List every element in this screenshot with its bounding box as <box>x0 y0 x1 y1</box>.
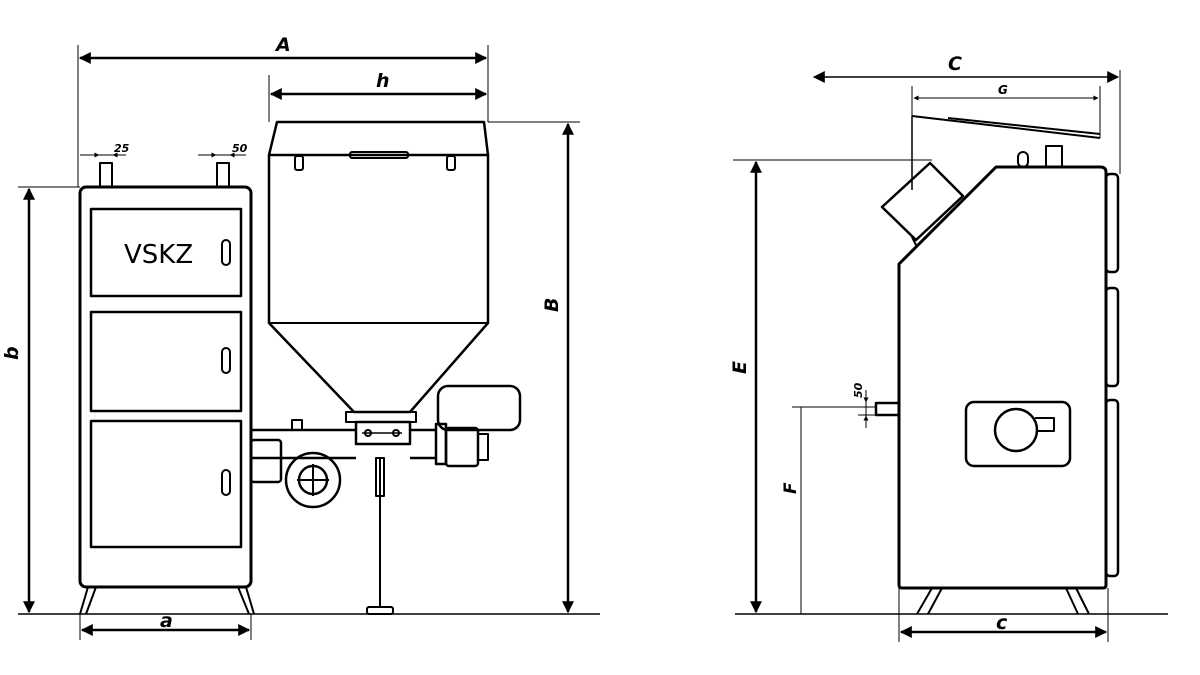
side-foot-right <box>1065 587 1090 615</box>
hopper-body <box>267 155 490 414</box>
bottom-door <box>89 419 243 549</box>
front-view <box>18 120 600 615</box>
side-door-edge-bottom <box>1104 398 1120 578</box>
gear-motor <box>444 426 480 468</box>
hopper-outlet-flange <box>345 411 417 423</box>
brand-label: VSKZ <box>124 240 193 270</box>
feeder-bracket <box>354 420 412 446</box>
dim-label-A: A <box>274 34 291 56</box>
dim-label-E: E <box>729 361 751 374</box>
boiler-foot-left <box>79 586 97 615</box>
dim-label-G: G <box>998 83 1008 97</box>
pipe-outlet-left <box>99 162 113 188</box>
dim-label-h: h <box>376 70 390 92</box>
side-hopper-lid-rim <box>947 117 1101 135</box>
top-door-handle <box>221 239 231 266</box>
dim-label-C: C <box>948 53 962 75</box>
feeder-tube-clamp <box>291 419 303 431</box>
dim-label-B: B <box>541 298 563 312</box>
support-leg-sleeve <box>375 457 385 497</box>
side-dimensions <box>733 70 1121 642</box>
side-door-edge-middle <box>1104 286 1120 388</box>
boiler-foot-right <box>237 586 255 615</box>
hopper-lid-handle <box>349 151 409 159</box>
burner-port-plate <box>964 400 1072 468</box>
burner-block <box>249 438 283 484</box>
hopper-latch-right <box>446 155 456 171</box>
feeder-tube <box>251 428 436 460</box>
dim-label-25: 25 <box>114 142 130 155</box>
boiler-body <box>78 185 253 589</box>
flue-outlet-neck <box>911 236 917 246</box>
support-leg-foot <box>366 606 394 615</box>
burner-port-tab <box>1035 417 1055 432</box>
side-door-edge-top <box>1104 172 1120 274</box>
side-top-nozzle-large <box>1045 145 1063 168</box>
side-return-pipe <box>874 401 901 417</box>
burner-port-circle <box>993 407 1039 453</box>
hopper-latch-left <box>294 155 304 171</box>
side-top-nozzle-small <box>1017 151 1029 168</box>
pipe-outlet-right <box>216 162 230 188</box>
dim-label-50-side: 50 <box>852 382 865 398</box>
fan-housing <box>284 451 342 509</box>
bottom-door-handle <box>221 469 231 496</box>
dim-label-a: a <box>160 610 173 632</box>
gear-motor-cap <box>477 433 489 461</box>
flue-outlet <box>880 161 965 242</box>
hopper-lid <box>267 120 490 157</box>
side-body <box>897 165 1108 590</box>
dim-label-b: b <box>1 346 23 360</box>
dim-label-F: F <box>781 482 801 494</box>
top-door <box>89 207 243 298</box>
dim-label-50-top: 50 <box>232 142 248 155</box>
middle-door-handle <box>221 347 231 374</box>
drive-motor <box>436 384 522 432</box>
side-hopper-lid-top <box>911 115 1101 139</box>
front-dimensions <box>18 45 580 640</box>
side-foot-left <box>916 587 943 615</box>
side-view <box>735 115 1168 615</box>
middle-door <box>89 310 243 413</box>
dim-label-c: c <box>996 612 1008 634</box>
